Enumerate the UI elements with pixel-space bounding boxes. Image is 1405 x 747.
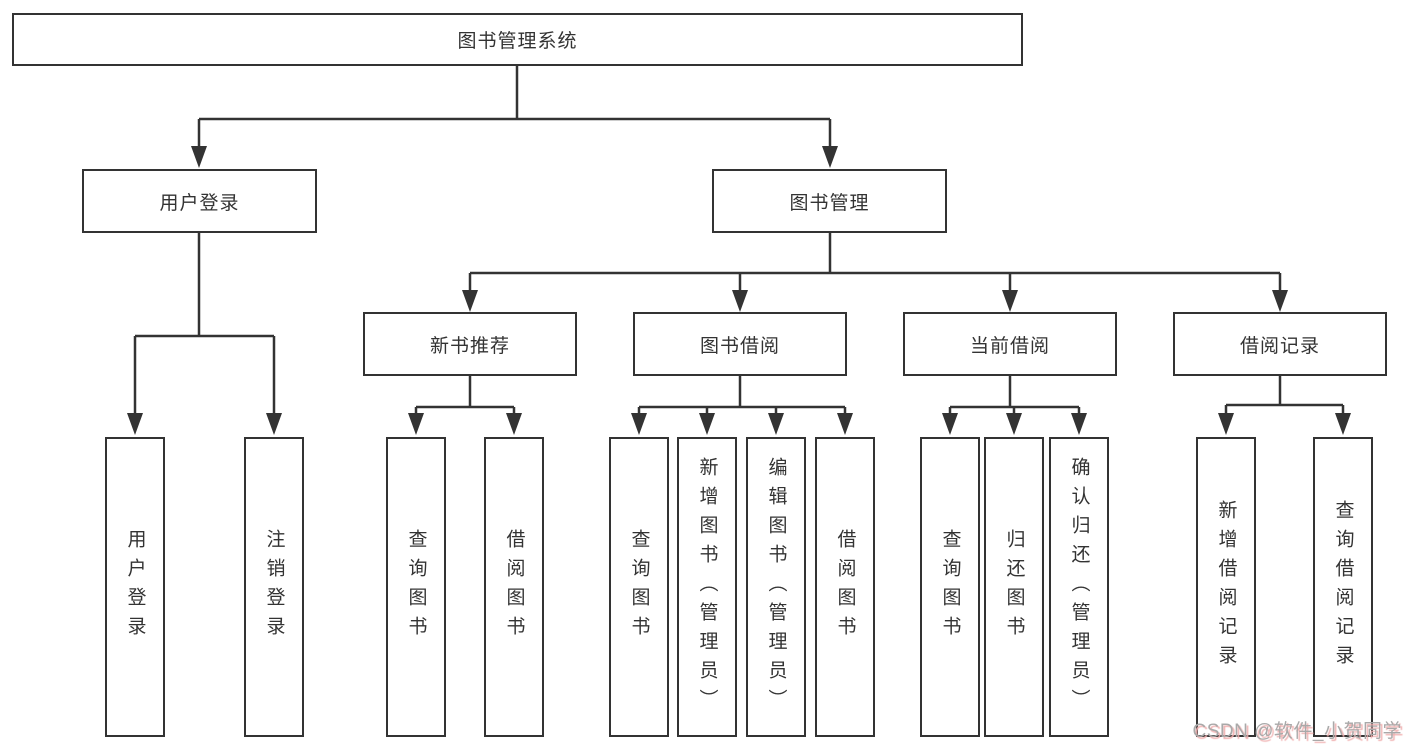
leaf-query-books-current: 查询图书 xyxy=(920,437,980,737)
node-label: 借阅记录 xyxy=(1239,335,1320,357)
leaf-add-borrow-record: 新增借阅记录 xyxy=(1196,437,1256,737)
node-label: 图书管理系统 xyxy=(457,31,578,52)
node-new-book-recommend: 新书推荐 xyxy=(363,312,577,376)
leaf-label: 编辑图书（管理员） xyxy=(765,456,787,718)
leaf-label: 查询借阅记录 xyxy=(1332,500,1354,674)
leaf-label: 确认归还（管理员） xyxy=(1068,456,1090,718)
node-user-login: 用户登录 xyxy=(82,169,317,233)
leaf-label: 新增借阅记录 xyxy=(1215,500,1237,674)
node-borrow-records: 借阅记录 xyxy=(1173,312,1387,376)
leaf-label: 用户登录 xyxy=(124,529,146,645)
leaf-label: 归还图书 xyxy=(1003,529,1025,645)
leaf-query-books-borrow: 查询图书 xyxy=(609,437,669,737)
leaf-edit-books-admin: 编辑图书（管理员） xyxy=(746,437,806,737)
leaf-label: 查询图书 xyxy=(939,529,961,645)
leaf-label: 查询图书 xyxy=(628,529,650,645)
leaf-borrow-books-recommend: 借阅图书 xyxy=(484,437,544,737)
leaf-label: 借阅图书 xyxy=(503,529,525,645)
node-book-management: 图书管理 xyxy=(712,169,947,233)
leaf-label: 查询图书 xyxy=(405,529,427,645)
node-root-library-system: 图书管理系统 xyxy=(12,13,1023,66)
node-label: 图书管理 xyxy=(789,192,870,214)
leaf-label: 注销登录 xyxy=(263,529,285,645)
node-label: 图书借阅 xyxy=(699,335,780,357)
node-current-borrow: 当前借阅 xyxy=(903,312,1117,376)
leaf-query-borrow-record: 查询借阅记录 xyxy=(1313,437,1373,737)
watermark: CSDN @软件_小贺同学 xyxy=(1192,721,1402,742)
leaf-user-login: 用户登录 xyxy=(105,437,165,737)
node-label: 当前借阅 xyxy=(969,335,1050,357)
arrowhead-icons xyxy=(127,146,1351,435)
leaf-label: 借阅图书 xyxy=(834,529,856,645)
leaf-return-books: 归还图书 xyxy=(984,437,1044,737)
leaf-label: 新增图书（管理员） xyxy=(696,456,718,718)
connector-paths xyxy=(133,66,1345,417)
leaf-add-books-admin: 新增图书（管理员） xyxy=(677,437,737,737)
leaf-query-books-recommend: 查询图书 xyxy=(386,437,446,737)
leaf-logout: 注销登录 xyxy=(244,437,304,737)
node-label: 新书推荐 xyxy=(429,335,510,357)
leaf-borrow-books: 借阅图书 xyxy=(815,437,875,737)
leaf-confirm-return-admin: 确认归还（管理员） xyxy=(1049,437,1109,737)
node-label: 用户登录 xyxy=(159,192,240,214)
node-book-borrow: 图书借阅 xyxy=(633,312,847,376)
